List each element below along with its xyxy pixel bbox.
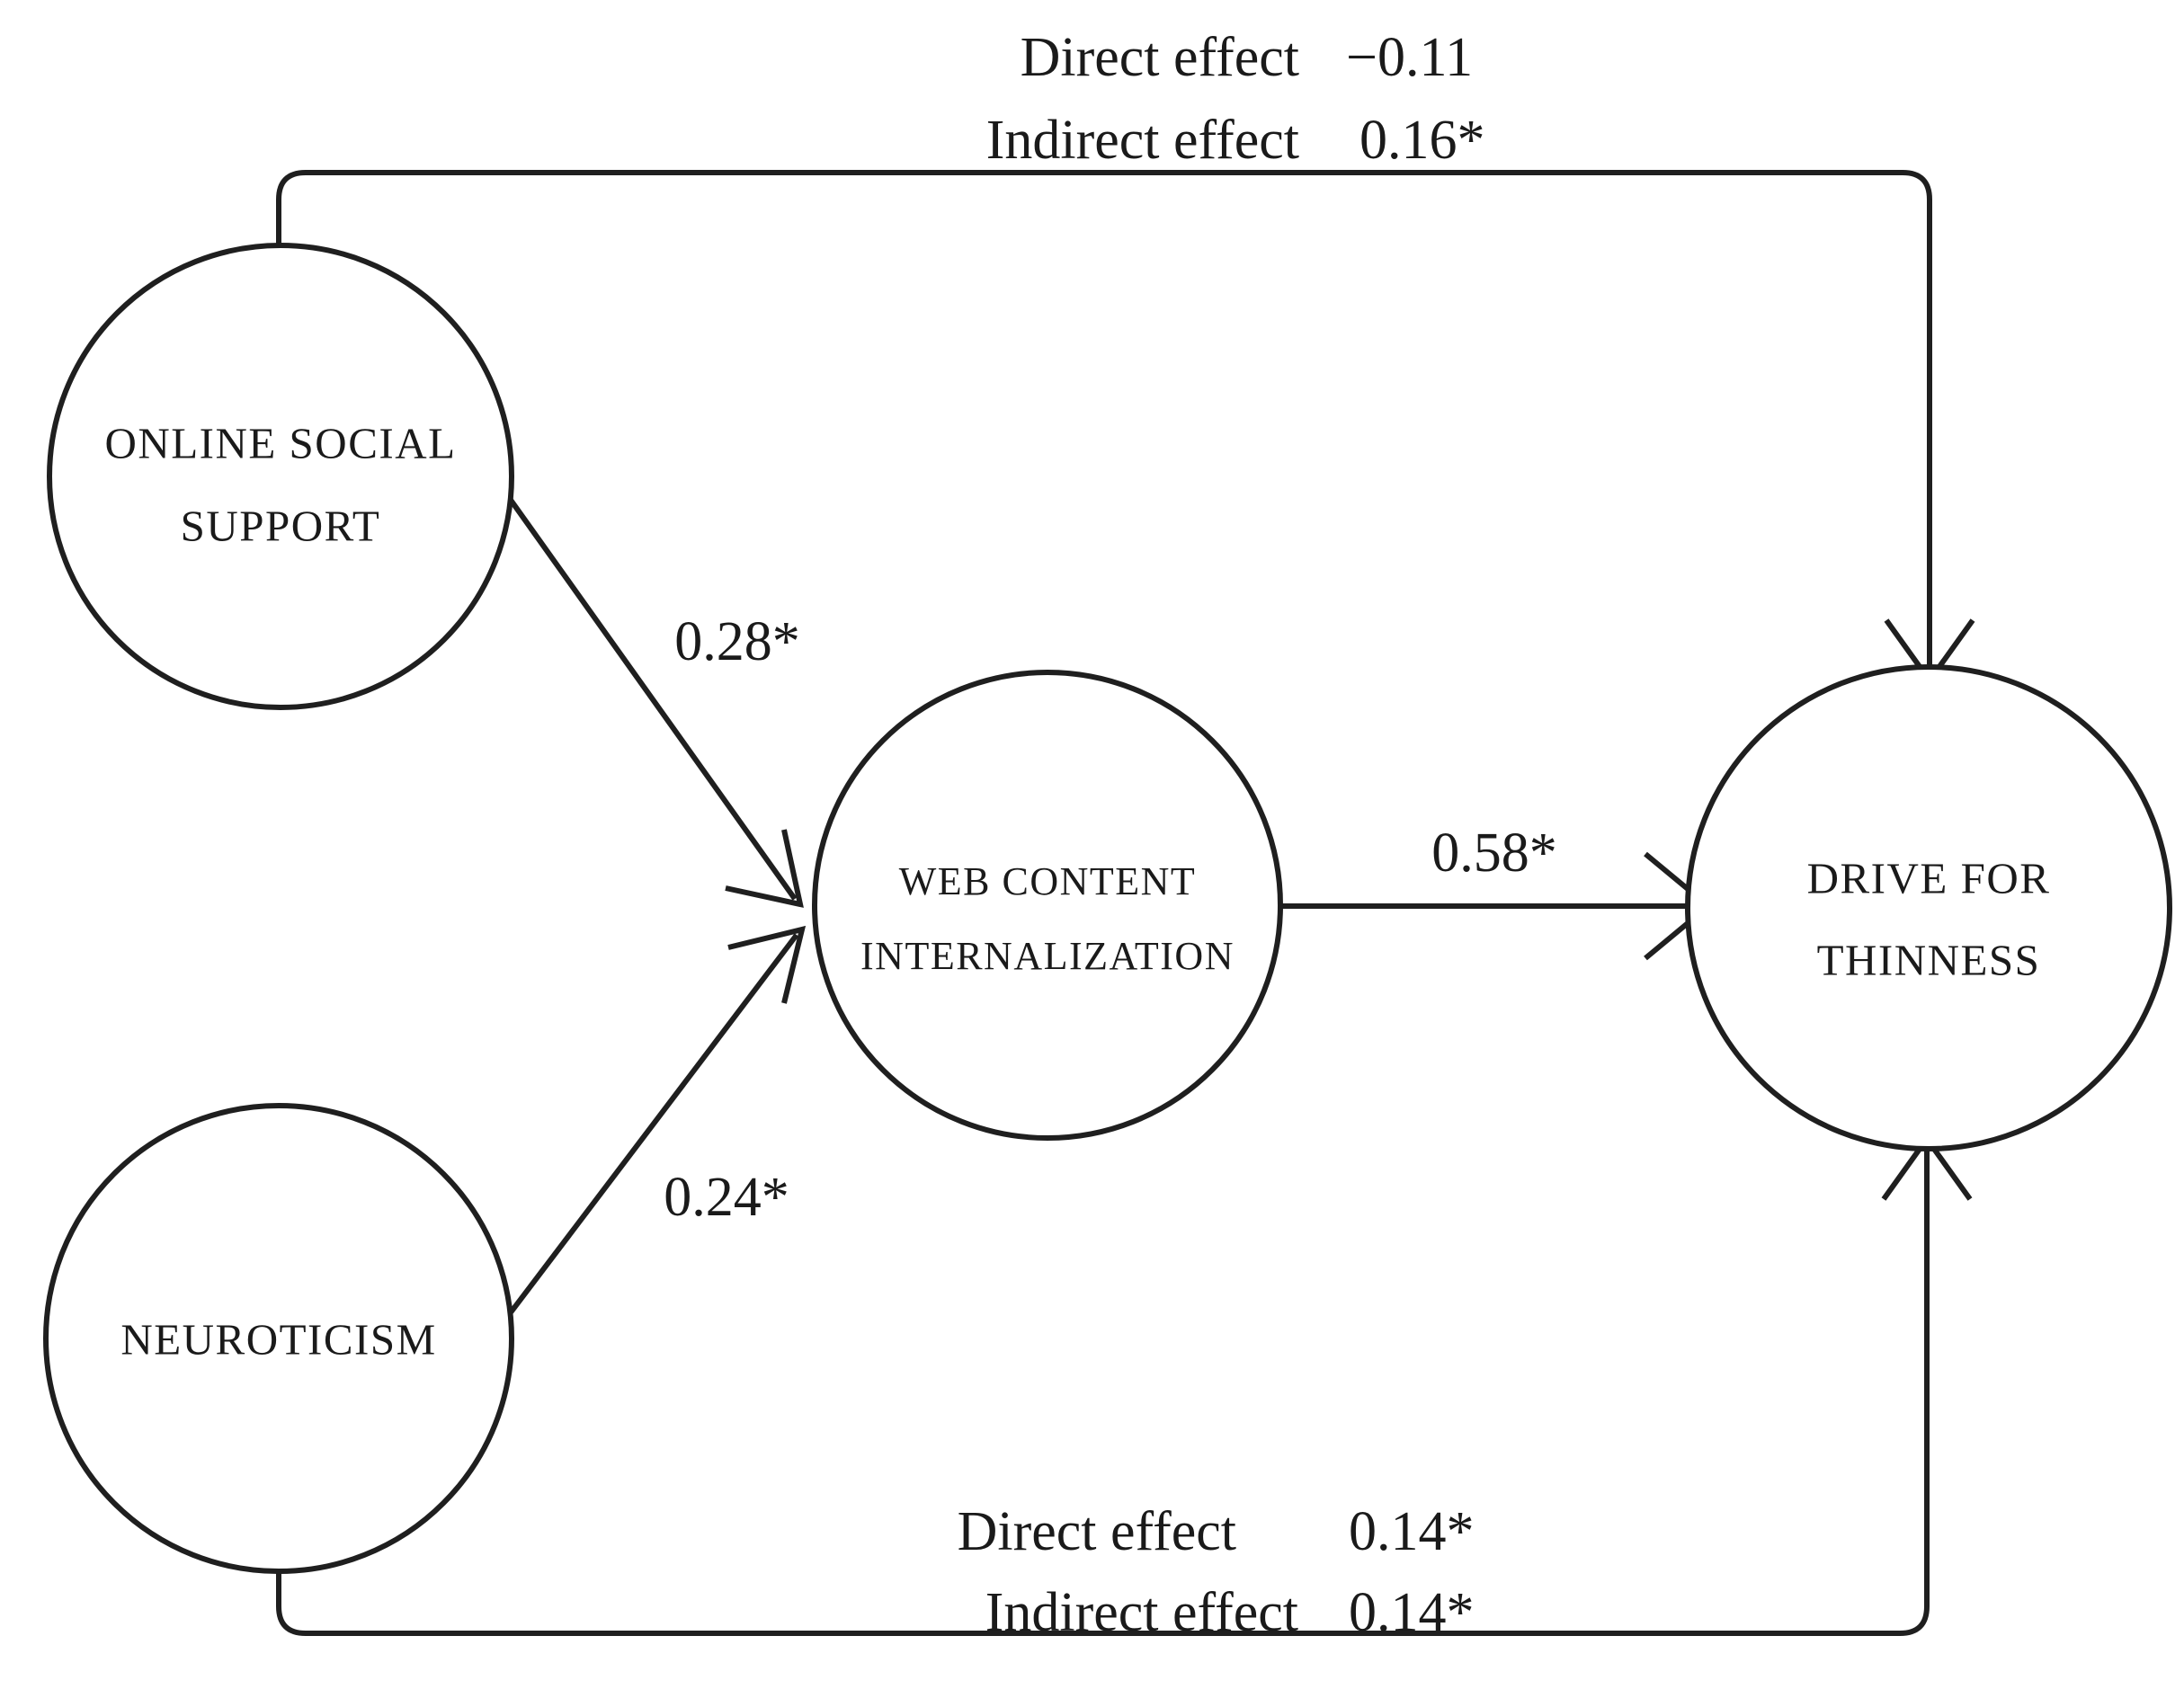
- node-drive-for-thinness[interactable]: [1685, 664, 2172, 1151]
- edge-oss-to-wci: [501, 488, 798, 901]
- node-label-online-social-support-line2: SUPPORT: [181, 501, 381, 550]
- top-direct-effect-label: Direct effect: [1021, 27, 1299, 88]
- arrowhead-neuroticism-to-wci: [727, 925, 807, 1004]
- top-direct-effect-value: −0.11: [1346, 27, 1473, 88]
- bottom-direct-effect-label: Direct effect: [958, 1501, 1236, 1562]
- node-neuroticism[interactable]: [43, 1103, 514, 1574]
- bottom-indirect-effect-label: Indirect effect: [985, 1582, 1298, 1643]
- top-indirect-effect-value: 0.16*: [1359, 110, 1485, 171]
- node-online-social-support[interactable]: [47, 243, 514, 710]
- node-label-web-content-internalization-line2: INTERNALIZATION: [860, 934, 1235, 978]
- coefficient-wci-to-dft: 0.58*: [1431, 822, 1557, 884]
- coefficient-neuroticism-to-wci: 0.24*: [664, 1167, 789, 1228]
- bottom-indirect-effect-value: 0.14*: [1349, 1582, 1475, 1643]
- node-web-content-internalization[interactable]: [812, 670, 1283, 1141]
- node-label-online-social-support-line1: ONLINE SOCIAL: [104, 418, 456, 467]
- node-label-neuroticism: NEUROTICISM: [120, 1314, 436, 1364]
- node-label-web-content-internalization-line1: WEB CONTENT: [899, 859, 1197, 903]
- bottom-direct-effect-value: 0.14*: [1349, 1501, 1475, 1562]
- edge-neuroticism-to-wci: [503, 933, 799, 1321]
- coefficient-oss-to-wci: 0.28*: [674, 611, 800, 672]
- edge-neuroticism-to-dft-bottom-route: [276, 1143, 1930, 1636]
- arrowhead-oss-to-wci: [725, 829, 804, 908]
- node-label-drive-for-thinness-line1: DRIVE FOR: [1807, 853, 2051, 902]
- edge-oss-to-dft-top-route: [276, 170, 1932, 676]
- node-label-drive-for-thinness-line2: THINNESS: [1817, 935, 2041, 984]
- top-indirect-effect-label: Indirect effect: [986, 110, 1299, 171]
